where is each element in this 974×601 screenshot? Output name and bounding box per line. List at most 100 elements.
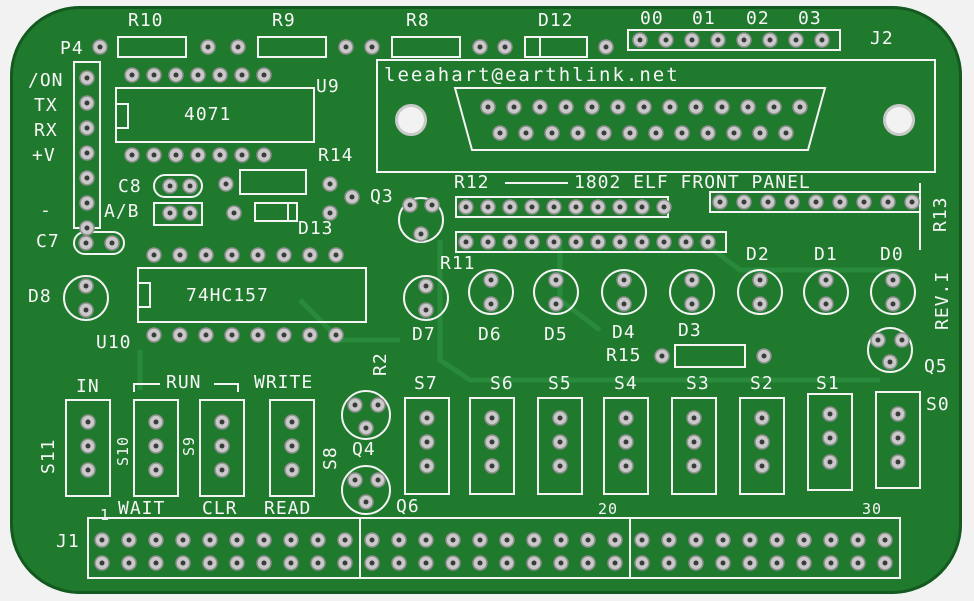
- pad-hole: [895, 459, 901, 465]
- pad-hole: [219, 467, 225, 473]
- label-d2: D2: [746, 244, 770, 265]
- pad-hole: [281, 332, 287, 338]
- pad-hole: [837, 199, 843, 205]
- label-q6: Q6: [396, 496, 420, 517]
- pad-hole: [450, 537, 456, 543]
- pad-hole: [352, 477, 358, 483]
- pad-hole: [485, 104, 491, 110]
- pad-hole: [504, 537, 510, 543]
- pad-hole: [603, 44, 609, 50]
- label-j2-pin-01: 01: [692, 8, 716, 29]
- pad-hole: [315, 560, 321, 566]
- pad-hole: [151, 152, 157, 158]
- label-j2-pin-03: 03: [798, 8, 822, 29]
- pad-hole: [793, 37, 799, 43]
- pad-hole: [890, 277, 896, 283]
- pad-hole: [689, 277, 695, 283]
- pad-hole: [759, 415, 765, 421]
- pad-hole: [217, 72, 223, 78]
- label-wait: WAIT: [118, 498, 166, 519]
- pad-hole: [418, 231, 424, 237]
- label-u10-chip: 74HC157: [186, 285, 269, 306]
- label-p4-rx: RX: [34, 120, 58, 141]
- pad-hole: [223, 181, 229, 187]
- pad-hole: [511, 104, 517, 110]
- pad-hole: [861, 199, 867, 205]
- pad-hole: [553, 301, 559, 307]
- label-s10: S10: [114, 435, 132, 466]
- pad-hole: [797, 104, 803, 110]
- label-d7: D7: [412, 324, 436, 345]
- pad-hole: [895, 435, 901, 441]
- pad-hole: [801, 537, 807, 543]
- pad-hole: [219, 443, 225, 449]
- pad-hole: [85, 419, 91, 425]
- pad-hole: [659, 353, 665, 359]
- pad-hole: [167, 183, 173, 189]
- label-r2: R2: [370, 352, 391, 376]
- pad-hole: [375, 402, 381, 408]
- pad-hole: [203, 252, 209, 258]
- pad-hole: [890, 301, 896, 307]
- pad-hole: [369, 560, 375, 566]
- pad-hole: [747, 537, 753, 543]
- pad-hole: [229, 252, 235, 258]
- pad-hole: [691, 415, 697, 421]
- pad-hole: [589, 104, 595, 110]
- pad-hole: [741, 199, 747, 205]
- pad-hole: [558, 560, 564, 566]
- pad-hole: [909, 199, 915, 205]
- pad-hole: [745, 104, 751, 110]
- pad-hole: [617, 239, 623, 245]
- pad-hole: [229, 332, 235, 338]
- pad-hole: [342, 560, 348, 566]
- label-d4: D4: [612, 322, 636, 343]
- pad-hole: [720, 560, 726, 566]
- pad-hole: [423, 283, 429, 289]
- pad-hole: [757, 277, 763, 283]
- label-ab: A/B: [104, 201, 140, 222]
- pad-hole: [563, 104, 569, 110]
- label-r10: R10: [128, 10, 164, 31]
- pad-hole: [369, 537, 375, 543]
- label-s8: S8: [320, 446, 341, 470]
- pad-hole: [477, 537, 483, 543]
- pad-hole: [765, 199, 771, 205]
- pad-hole: [639, 537, 645, 543]
- pad-hole: [715, 37, 721, 43]
- pad-hole: [153, 467, 159, 473]
- pad-hole: [899, 337, 905, 343]
- pad-hole: [450, 560, 456, 566]
- pad-hole: [549, 130, 555, 136]
- pad-hole: [595, 239, 601, 245]
- pad-hole: [173, 72, 179, 78]
- pad-hole: [757, 130, 763, 136]
- pad-hole: [219, 419, 225, 425]
- mounting-hole-left: [395, 104, 427, 136]
- pad-hole: [759, 439, 765, 445]
- pad-hole: [828, 560, 834, 566]
- pad-hole: [84, 100, 90, 106]
- pad-hole: [557, 415, 563, 421]
- pad-hole: [85, 443, 91, 449]
- pad-hole: [819, 37, 825, 43]
- pad-hole: [757, 301, 763, 307]
- pad-hole: [666, 537, 672, 543]
- pad-hole: [342, 537, 348, 543]
- pad-hole: [289, 419, 295, 425]
- pad-hole: [623, 439, 629, 445]
- pad-hole: [882, 537, 888, 543]
- pad-hole: [261, 560, 267, 566]
- pad-hole: [855, 537, 861, 543]
- pad-hole: [84, 125, 90, 131]
- label-j1: J1: [56, 531, 80, 552]
- pad-hole: [423, 537, 429, 543]
- pad-hole: [661, 204, 667, 210]
- pad-hole: [423, 560, 429, 566]
- label-r14: R14: [318, 145, 354, 166]
- mounting-hole-right: [883, 104, 915, 136]
- pad-hole: [639, 239, 645, 245]
- label-q5: Q5: [924, 356, 948, 377]
- pad-hole: [363, 425, 369, 431]
